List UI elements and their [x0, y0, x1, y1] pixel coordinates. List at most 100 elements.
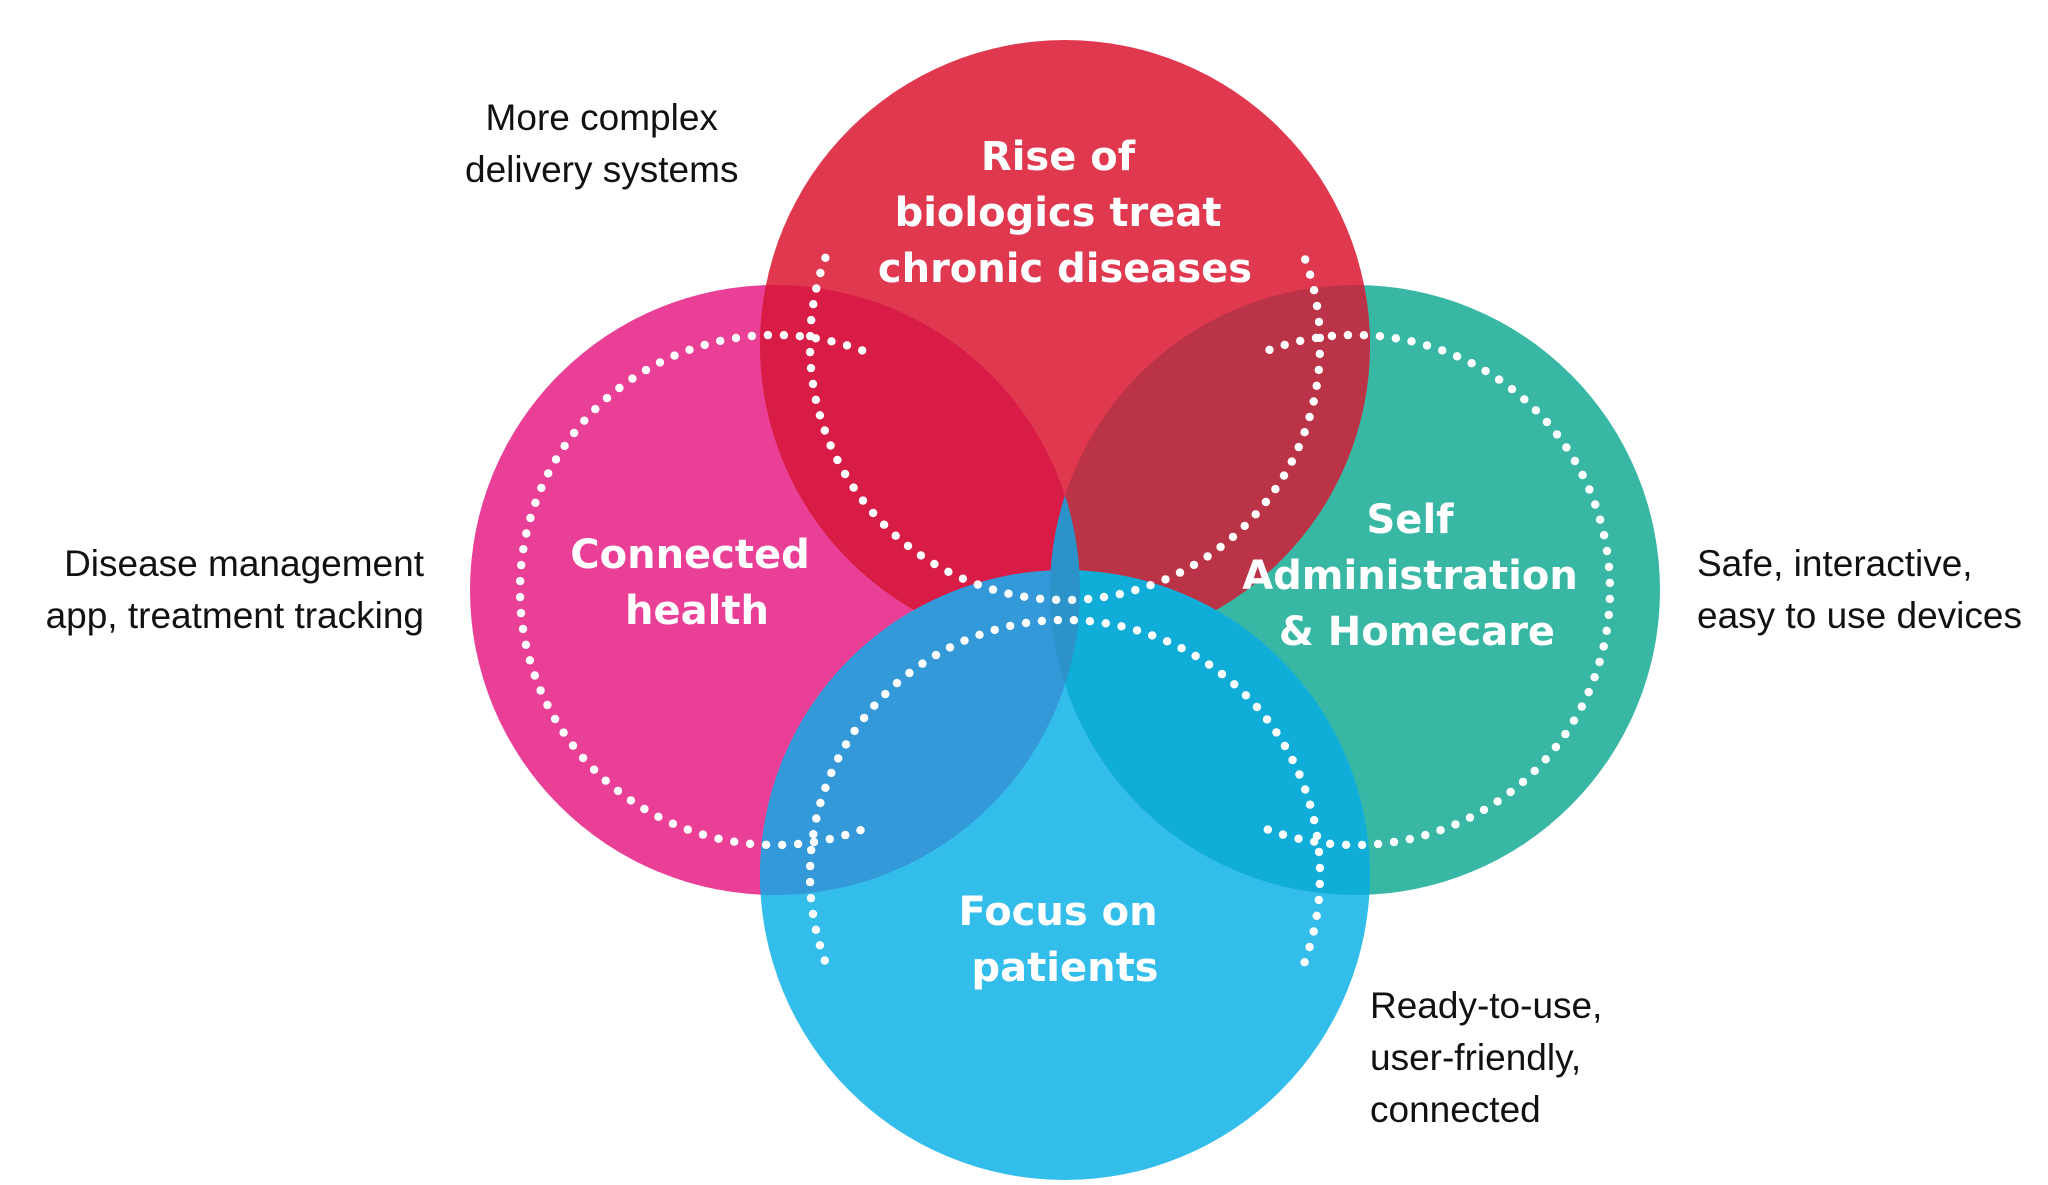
ring-dot-bottom: [807, 845, 816, 855]
ring-dot-bottom: [1280, 741, 1290, 751]
ring-dot-left: [569, 428, 579, 438]
ring-dot-bottom: [1230, 680, 1239, 689]
note-line: easy to use devices: [1697, 595, 2022, 636]
ring-dot-bottom: [1295, 770, 1304, 779]
ring-dot-left: [714, 834, 723, 843]
note-line: Ready-to-use,: [1370, 985, 1603, 1026]
ring-dot-top: [891, 531, 900, 540]
ring-dot-bottom: [1301, 785, 1310, 794]
ring-dot-top: [1099, 592, 1109, 602]
ring-dot-left: [516, 576, 525, 586]
ring-dot-bottom: [881, 689, 890, 699]
ring-dot-bottom: [892, 678, 902, 688]
ring-dot-bottom: [1085, 617, 1095, 626]
ring-dot-bottom: [806, 893, 816, 903]
ring-dot-left: [537, 483, 546, 493]
ring-dot-left: [580, 416, 589, 425]
ring-dot-left: [683, 825, 692, 834]
ring-dot-bottom: [870, 701, 879, 710]
ring-dot-top: [1131, 585, 1140, 595]
ring-dot-top: [1240, 521, 1249, 531]
ring-dot-right: [1530, 766, 1539, 776]
ring-dot-right: [1493, 797, 1502, 806]
ring-dot-right: [1570, 456, 1580, 466]
note-line: app, treatment tracking: [45, 595, 424, 636]
ring-dot-right: [1604, 610, 1614, 620]
ring-dot-left: [745, 839, 755, 848]
ring-dot-right: [1531, 406, 1541, 415]
ring-dot-left: [685, 345, 694, 354]
ring-dot-right: [1542, 417, 1552, 427]
ring-dot-left: [811, 334, 820, 343]
ring-dot-right: [1311, 333, 1321, 343]
ring-dot-top: [868, 508, 878, 518]
ring-dot-bottom: [1252, 702, 1262, 712]
ring-dot-bottom: [812, 814, 821, 823]
note-line: More complex: [485, 97, 718, 138]
ring-dot-right: [1552, 430, 1562, 439]
ring-dot-right: [1562, 443, 1571, 452]
ring-dot-right: [1577, 702, 1587, 711]
ring-dot-top: [1051, 595, 1061, 604]
ring-dot-left: [655, 358, 665, 367]
ring-dot-bottom: [945, 643, 955, 652]
ring-dot-left: [747, 331, 757, 341]
ring-dot-left: [515, 592, 525, 602]
ring-dot-left: [589, 765, 599, 774]
label-top-line: biologics treat: [895, 190, 1222, 236]
ring-dot-right: [1375, 332, 1385, 341]
ring-dot-bottom: [1037, 616, 1047, 626]
ring-dot-top: [879, 520, 889, 529]
ring-dot-right: [1263, 825, 1273, 834]
ring-dot-left: [670, 351, 679, 360]
ring-dot-top: [1279, 471, 1289, 480]
ring-dot-right: [1481, 366, 1490, 376]
ring-dot-left: [779, 331, 789, 340]
ring-dot-top: [840, 469, 850, 479]
ring-dot-top: [1189, 560, 1199, 570]
ring-dot-right: [1421, 830, 1430, 840]
ring-dot-right: [1595, 657, 1604, 667]
ring-dot-bottom: [1021, 618, 1031, 628]
ring-dot-bottom: [931, 650, 941, 660]
ring-dot-right: [1373, 839, 1383, 849]
label-bottom: Focus on patients: [959, 889, 1172, 991]
ring-dot-right: [1341, 840, 1351, 849]
ring-dot-top: [930, 559, 939, 569]
ring-dot-bottom: [841, 740, 851, 749]
ring-dot-bottom: [975, 630, 984, 639]
ring-dot-left: [793, 839, 803, 849]
ring-dot-right: [1296, 336, 1305, 346]
ring-dot-bottom: [1314, 847, 1324, 857]
ring-dot-top: [1314, 317, 1324, 327]
ring-dot-left: [516, 608, 526, 618]
ring-dot-bottom: [1006, 621, 1015, 631]
ring-dot-left: [700, 340, 709, 350]
ring-dot-right: [1278, 830, 1288, 839]
ring-dot-bottom: [809, 830, 818, 839]
ring-dot-right: [1325, 839, 1335, 848]
ring-dot-top: [1305, 270, 1315, 279]
ring-dot-left: [858, 346, 867, 355]
ring-dot-right: [1520, 395, 1529, 404]
ring-dot-left: [730, 837, 739, 846]
note-line: Disease management: [64, 543, 424, 584]
ring-dot-top: [1115, 589, 1125, 599]
ring-dot-top: [807, 315, 816, 325]
ring-dot-right: [1518, 777, 1528, 787]
ring-dot-top: [988, 585, 998, 594]
ring-dot-left: [551, 455, 561, 464]
note-line: user-friendly,: [1370, 1037, 1582, 1078]
ring-dot-right: [1479, 805, 1489, 815]
ring-dot-bottom: [905, 668, 914, 678]
ring-dot-bottom: [1309, 927, 1318, 936]
ring-dot-left: [559, 728, 568, 737]
ring-dot-left: [519, 545, 528, 554]
ring-dot-top: [821, 253, 830, 262]
ring-dot-right: [1585, 485, 1594, 494]
ring-dot-left: [550, 714, 560, 724]
ring-dot-top: [1161, 575, 1170, 584]
ring-dot-left: [530, 671, 539, 680]
ring-dot-top: [1312, 381, 1321, 390]
ring-dot-right: [1507, 384, 1517, 394]
